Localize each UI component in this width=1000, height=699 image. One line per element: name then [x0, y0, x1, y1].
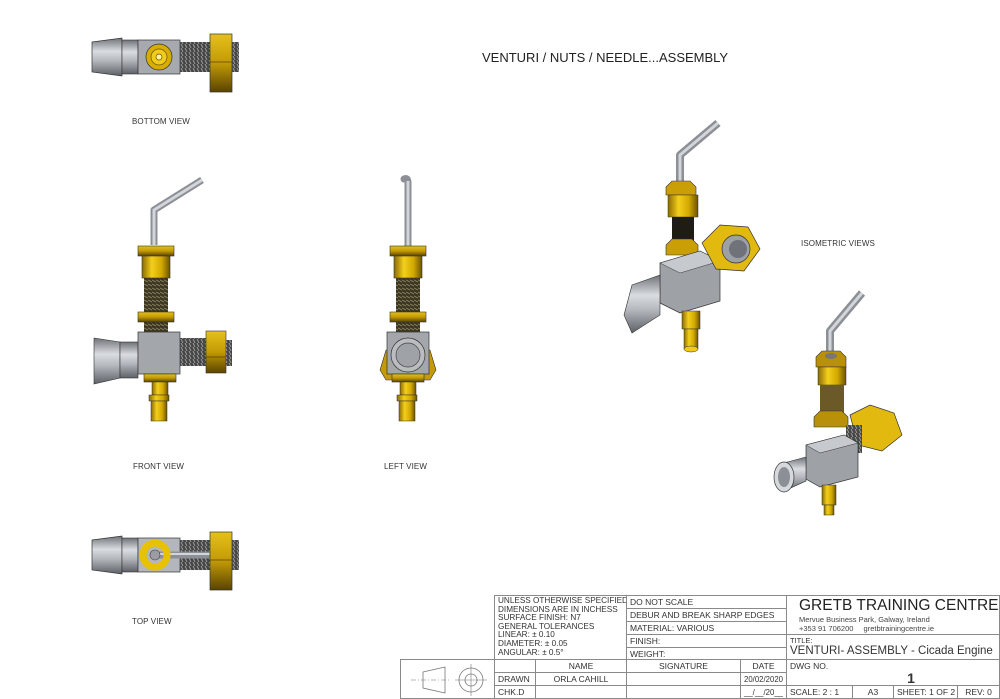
projection-symbol-cell: [400, 659, 495, 699]
isometric-views-label: ISOMETRIC VIEWS: [801, 239, 875, 248]
header-blank: [494, 659, 536, 673]
row-date-drawn: 20/02/2020: [740, 672, 787, 686]
row-signature-checked: [626, 685, 741, 699]
note-line: GENERAL TOLERANCES: [498, 621, 595, 631]
sheet-number-cell: SHEET: 1 OF 2: [893, 685, 958, 699]
material-note: MATERIAL: VARIOUS: [626, 621, 787, 635]
header-date: DATE: [740, 659, 787, 673]
company-name: GRETB TRAINING CENTRE: [799, 597, 999, 614]
row-name-checked: [535, 685, 627, 699]
row-signature-drawn: [626, 672, 741, 686]
debur-note: DEBUR AND BREAK SHARP EDGES: [626, 608, 787, 622]
drawing-title: VENTURI- ASSEMBLY - Cicada Engine: [790, 645, 993, 657]
front-view-drawing: [93, 177, 232, 422]
general-tolerances-notes: UNLESS OTHERWISE SPECIFIED: DIMENSIONS A…: [494, 595, 627, 660]
header-signature: SIGNATURE: [626, 659, 741, 673]
left-view-drawing: [379, 175, 437, 422]
isometric-view-2-drawing: [773, 290, 903, 516]
scale-cell: SCALE: 2 : 1: [786, 685, 853, 699]
note-line: DIAMETER: ± 0.05: [498, 638, 568, 648]
note-line: DIMENSIONS ARE IN INCHESS: [498, 604, 618, 614]
row-name-drawn: ORLA CAHILL: [535, 672, 627, 686]
top-view-label: TOP VIEW: [132, 617, 172, 626]
isometric-view-1-drawing: [623, 119, 761, 353]
third-angle-projection-icon: [411, 664, 487, 696]
note-line: ANGULAR: ± 0.5°: [498, 647, 564, 657]
company-website: gretbtrainingcentre.ie: [863, 624, 934, 633]
front-view-label: FRONT VIEW: [133, 462, 185, 471]
row-role-drawn: DRAWN: [494, 672, 536, 686]
bottom-view-label: BOTTOM VIEW: [132, 117, 190, 126]
dwg-no-cell: DWG NO. 1: [786, 659, 1000, 686]
title-label: TITLE:: [790, 636, 813, 645]
note-line: SURFACE FINISH: N7: [498, 613, 581, 623]
bottom-view-drawing: [91, 33, 239, 93]
sheet-title: VENTURI / NUTS / NEEDLE...ASSEMBLY: [482, 50, 729, 65]
dwg-no-label: DWG NO.: [790, 661, 829, 671]
do-not-scale-note: DO NOT SCALE: [626, 595, 787, 609]
company-info: GRETB TRAINING CENTRE Mervue Business Pa…: [786, 595, 1000, 635]
left-view-label: LEFT VIEW: [384, 462, 427, 471]
company-address: Mervue Business Park, Galway, Ireland: [799, 615, 930, 624]
company-phone: +353 91 706200: [799, 624, 854, 633]
finish-note: FINISH:: [626, 634, 787, 648]
note-line: LINEAR: ± 0.10: [498, 630, 555, 640]
header-name: NAME: [535, 659, 627, 673]
drawing-title-cell: TITLE: VENTURI- ASSEMBLY - Cicada Engine: [786, 634, 1000, 660]
top-view-drawing: [91, 531, 239, 591]
row-date-checked: __/__/20__: [740, 685, 787, 699]
note-line: UNLESS OTHERWISE SPECIFIED:: [498, 596, 627, 605]
revision-cell: REV: 0: [957, 685, 1000, 699]
row-role-checked: CHK.D: [494, 685, 536, 699]
dwg-no-value: 1: [907, 670, 915, 686]
paper-size-cell: A3: [852, 685, 894, 699]
